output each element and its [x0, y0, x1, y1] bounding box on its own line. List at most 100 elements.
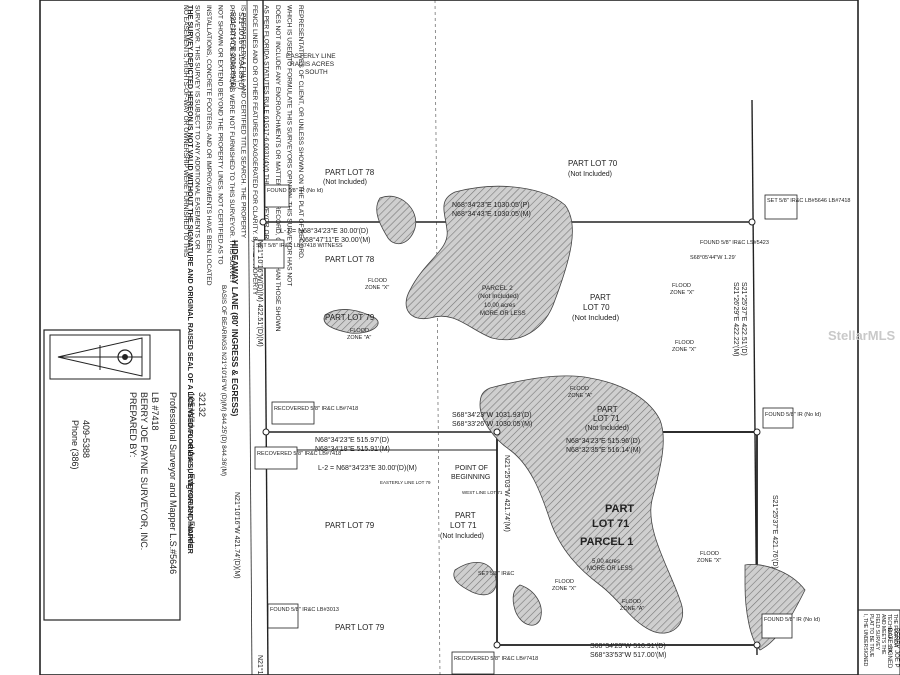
recovered-bottom: RECOVERED 5/8" IR&C LB#7418 [454, 656, 538, 662]
svg-text:S21°10'16"E 1594.89'(D): S21°10'16"E 1594.89'(D) [237, 12, 245, 90]
part-lot-71-left-1: PART [455, 511, 476, 520]
svg-text:ZONE "X": ZONE "X" [672, 347, 696, 353]
date-signed: DATE SIGNED [886, 628, 892, 669]
parcel-1-line1: PART [605, 503, 634, 515]
part-lot-70-mid-note: (Not Included) [572, 313, 620, 322]
svg-text:POINT OF: POINT OF [455, 465, 488, 472]
company-name: BERRY JOE PAYNE SURVEYOR, INC. [139, 392, 149, 550]
parcel-1-line2: LOT 71 [592, 518, 629, 530]
svg-text:SOUTH: SOUTH [305, 69, 328, 76]
svg-text:S21°10'16"E 2016.89'(D): S21°10'16"E 2016.89'(D) [229, 12, 237, 90]
note-line: IS PREPARED BY A FULL AND CERTIFIED TITL… [240, 5, 247, 239]
cert-line: AND MEETS THE [880, 614, 886, 655]
certification-box [857, 609, 900, 675]
watermark: StellarMLS [828, 328, 896, 343]
survey-notes-lines: NO EASEMENTS, RIGHTS-OF-WAY OR OWNERSHIP… [182, 5, 304, 332]
profession: Professional Surveyor and Mapper L.S.#56… [168, 392, 178, 574]
note-line: NO EASEMENTS, RIGHTS-OF-WAY OR OWNERSHIP… [182, 5, 189, 258]
note-line: REPRESENTATIVES OF CLIENT, OR UNLESS SHO… [297, 5, 304, 260]
part-lot-71-upper-note: (Not Included) [585, 425, 629, 432]
found-right-val: S68°05'44"W 1.29' [690, 255, 736, 261]
set-witness: SET 5/8" IR&C LB#7418 WITNESS [256, 243, 343, 249]
found-mid-right: FOUND 5/8" IR (No Id) [765, 412, 821, 418]
svg-text:N68°34'43"E 1030.05'(M): N68°34'43"E 1030.05'(M) [452, 210, 531, 218]
svg-text:ZONE "A": ZONE "A" [620, 606, 644, 612]
svg-text:EASTERLY LINE: EASTERLY LINE [286, 53, 336, 60]
found-top-left: FOUND 5/8" IR (No Id) [267, 188, 323, 194]
parcel-1-area: 5.00 acres [592, 559, 620, 565]
svg-text:ZONE "X": ZONE "X" [670, 290, 694, 296]
preparer-box [43, 329, 181, 621]
svg-text:FLOOD: FLOOD [570, 386, 589, 392]
recovered-2: RECOVERED 5/8" IR&C LB#7418 [257, 451, 341, 457]
survey-notes: THE SURVEY DEPICTED HEREON IS NOT VALID … [186, 5, 195, 555]
svg-text:FLOOD: FLOOD [672, 283, 691, 289]
svg-text:ZONE "X": ZONE "X" [552, 586, 576, 592]
svg-text:N21°1: N21°1 [256, 655, 264, 675]
cert-line: TECHNICAL STA [886, 614, 892, 654]
part-lot-78-top-note: (Not Included) [323, 179, 367, 186]
parcel-1-area-note: MORE OR LESS [587, 566, 633, 572]
part-lot-71-upper-1: PART [597, 405, 618, 414]
svg-text:BEGINNING: BEGINNING [451, 474, 490, 481]
svg-text:N68°34'23"E 515.96'(D): N68°34'23"E 515.96'(D) [566, 437, 640, 445]
part-lot-70-mid-2: LOT 70 [583, 303, 610, 312]
lot-labels: PART LOT 78 (Not Included) PART LOT 70 (… [323, 159, 634, 632]
note-line: INSTALLATIONS, CONCRETE FOOTERS, AND OR … [205, 5, 212, 286]
part-lot-71-left-2: LOT 71 [450, 521, 477, 530]
svg-text:RAGIS ACRES: RAGIS ACRES [290, 61, 335, 68]
cert-line: FIELD SURVEY [874, 614, 880, 651]
svg-text:N68°32'35"E 516.14'(M): N68°32'35"E 516.14'(M) [566, 446, 641, 454]
part-lot-70-top: PART LOT 70 [568, 159, 618, 168]
parcel-2-line2: (Not Included) [478, 293, 519, 300]
cert-line: THE FLORIDA [892, 614, 898, 648]
monument-labels: FOUND 5/8" IR (No Id) SET 5/8" IR&C LB#7… [253, 184, 851, 675]
svg-text:N68°34'23"E 1030.05'(P): N68°34'23"E 1030.05'(P) [452, 201, 530, 209]
svg-text:ZONE "X": ZONE "X" [365, 285, 389, 291]
svg-text:S68°34'23"W 516.91'(D): S68°34'23"W 516.91'(D) [590, 642, 666, 650]
part-lot-70-top-note: (Not Included) [568, 171, 612, 178]
notes-header: THE SURVEY DEPICTED HEREON IS NOT VALID … [186, 5, 195, 555]
signer: BERRY JOE P [893, 628, 899, 667]
svg-text:S68°33'26"W 1030.05'(M): S68°33'26"W 1030.05'(M) [452, 420, 532, 428]
svg-text:S21°26'29"E 422.22'(M): S21°26'29"E 422.22'(M) [732, 282, 740, 357]
svg-text:L-1 = N68°34'23"E 30.00'(D): L-1 = N68°34'23"E 30.00'(D) [280, 227, 368, 235]
svg-text:N68°34'23"E 515.97'(D): N68°34'23"E 515.97'(D) [315, 436, 389, 444]
svg-text:N68°47'11"E 30.00'(M): N68°47'11"E 30.00'(M) [300, 236, 370, 244]
note-line: DOES NOT INCLUDE ANY ENCROACHMENTS OR MA… [274, 5, 281, 332]
phone-number: 409-5388 [81, 420, 91, 458]
svg-text:BASIS OF BEARINGS N21°10'16"W: BASIS OF BEARINGS N21°10'16"W (D)(M) 844… [220, 285, 228, 476]
sheet-border [39, 0, 859, 675]
part-lot-71-upper-2: LOT 71 [593, 414, 620, 423]
svg-text:FLOOD: FLOOD [350, 328, 369, 334]
parcel-2-line1: PARCEL 2 [482, 285, 513, 292]
zip: 32132 [197, 392, 207, 417]
preparer-phone: Phone (386) 409-5388 [70, 420, 91, 470]
found-right-top: FOUND 5/8" IR&C LS#5423 [700, 240, 769, 246]
part-lot-70-mid-1: PART [590, 293, 611, 302]
svg-text:N21°10'16"W 421.74'(D)(M): N21°10'16"W 421.74'(D)(M) [233, 492, 241, 579]
preparer-text: PREPARED BY: BERRY JOE PAYNE SURVEYOR, I… [128, 392, 207, 574]
address: 105 Wildwood Ave., Edgewater, Florida [186, 392, 196, 548]
svg-text:FLOOD: FLOOD [675, 340, 694, 346]
phone-label: Phone (386) [70, 420, 80, 470]
part-lot-79-c: PART LOT 79 [335, 623, 385, 632]
svg-text:S68°33'53"W 517.00'(M): S68°33'53"W 517.00'(M) [590, 651, 666, 659]
svg-text:FLOOD: FLOOD [700, 551, 719, 557]
svg-text:N21°10'16"W(D)(M) 422.51'(D)(M: N21°10'16"W(D)(M) 422.51'(D)(M) [256, 240, 264, 347]
svg-text:FLOOD: FLOOD [555, 579, 574, 585]
part-lot-79-a: PART LOT 79 [325, 313, 375, 322]
flood-zone-a-hatch [323, 185, 806, 651]
note-line: WHICH IS USED TO FORMULATE THIS SURVEYOR… [286, 5, 293, 286]
license-lb: LB #7418 [150, 392, 160, 431]
svg-text:N21°25'03"W 421.74'(M): N21°25'03"W 421.74'(M) [503, 455, 511, 532]
bearing-labels: EASTERLY LINE RAGIS ACRES SOUTH N68°34'2… [280, 53, 666, 659]
note-line: PROPERTY DESCRIPTIONS WERE NOT FURNISHED… [228, 5, 235, 284]
north-arrow-logo [49, 334, 151, 380]
svg-text:FLOOD: FLOOD [622, 599, 641, 605]
svg-text:S21°25'37"E 421.76'(D): S21°25'37"E 421.76'(D) [771, 495, 779, 569]
found-bottom-right: FOUND 5/8" IR (No Id) [764, 617, 820, 623]
